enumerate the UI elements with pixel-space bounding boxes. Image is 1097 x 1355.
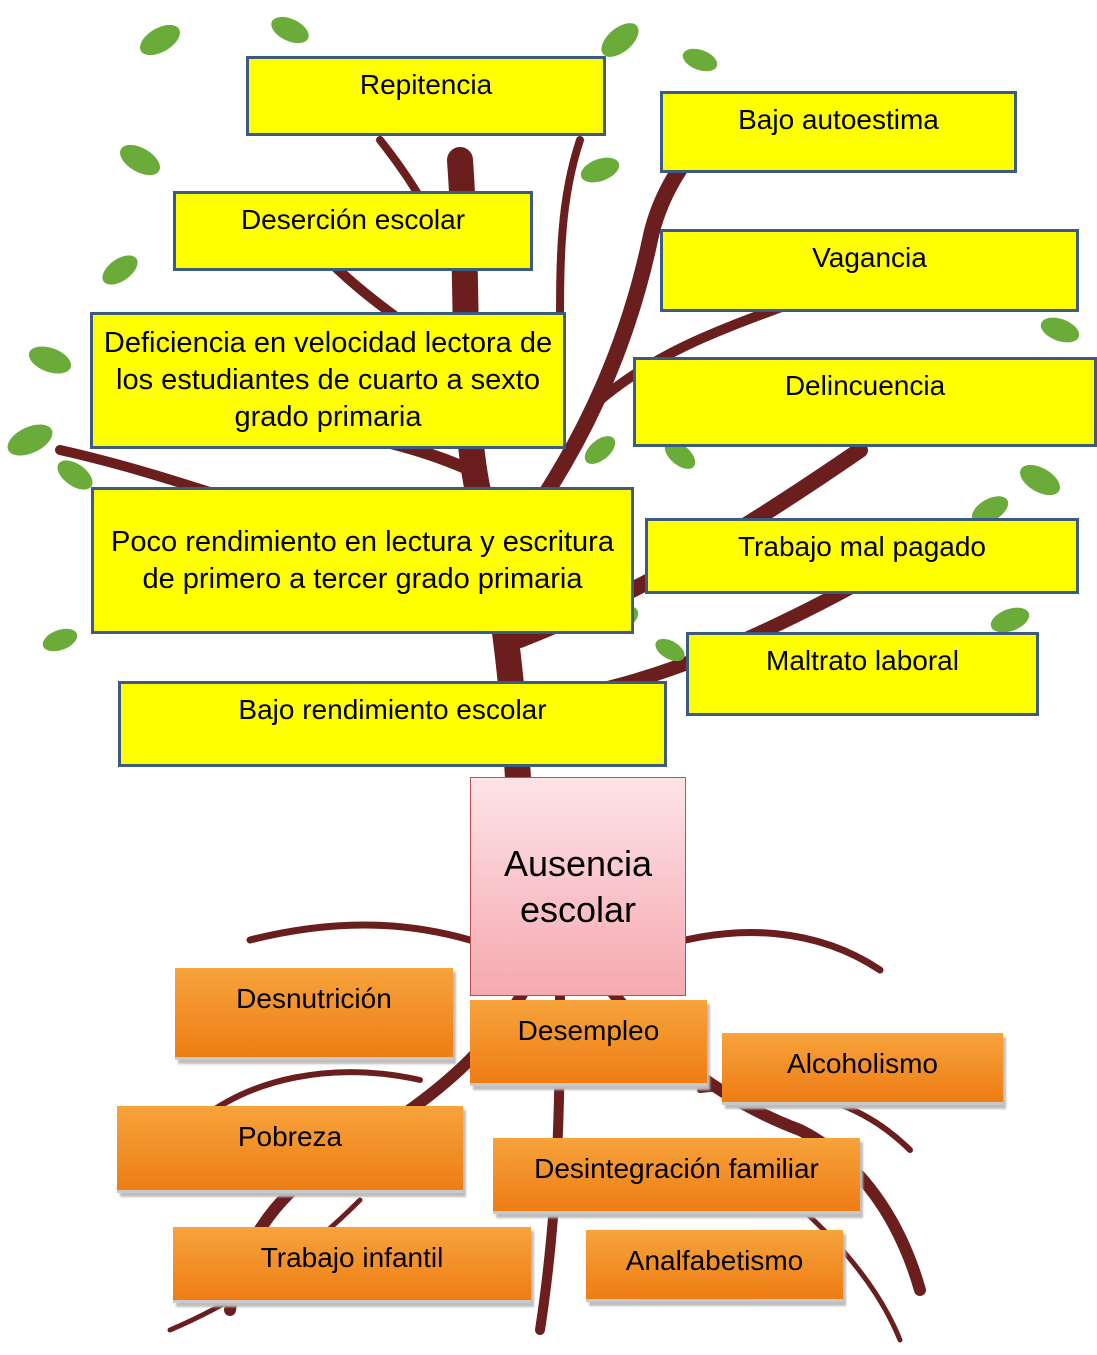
cause-desintegracion-familiar: Desintegración familiar: [493, 1138, 860, 1214]
cause-desnutricion: Desnutrición: [175, 968, 453, 1060]
central-problem-label: Ausencia escolar: [503, 842, 653, 930]
effect-label: Deficiencia en velocidad lectora de los …: [103, 327, 553, 433]
cause-label: Pobreza: [237, 1121, 343, 1152]
cause-label: Desempleo: [517, 1015, 660, 1046]
cause-label: Alcoholismo: [787, 1048, 938, 1079]
cause-analfabetismo: Analfabetismo: [586, 1230, 843, 1302]
effect-label: Bajo autoestima: [738, 104, 939, 135]
cause-label: Desnutrición: [236, 983, 392, 1014]
effect-label: Delincuencia: [784, 370, 946, 401]
effect-label: Vagancia: [812, 242, 927, 273]
cause-label: Analfabetismo: [625, 1245, 804, 1276]
central-problem: Ausencia escolar: [470, 777, 686, 996]
effect-bajo-rendimiento-escolar: Bajo rendimiento escolar: [118, 681, 667, 767]
effect-deficiencia-velocidad-lectora: Deficiencia en velocidad lectora de los …: [90, 312, 566, 449]
cause-alcoholismo: Alcoholismo: [722, 1033, 1003, 1105]
effect-desercion-escolar: Deserción escolar: [173, 191, 533, 271]
cause-label: Desintegración familiar: [534, 1153, 819, 1184]
effect-bajo-autoestima: Bajo autoestima: [660, 91, 1017, 173]
cause-label: Trabajo infantil: [260, 1242, 444, 1273]
effect-label: Poco rendimiento en lectura y escritura …: [111, 525, 614, 595]
effect-maltrato-laboral: Maltrato laboral: [686, 632, 1039, 716]
cause-pobreza: Pobreza: [117, 1106, 463, 1193]
cause-desempleo: Desempleo: [470, 1000, 707, 1086]
cause-trabajo-infantil: Trabajo infantil: [173, 1227, 531, 1303]
effect-label: Bajo rendimiento escolar: [238, 694, 547, 725]
effect-delincuencia: Delincuencia: [633, 357, 1097, 447]
effect-label: Trabajo mal pagado: [737, 531, 986, 562]
effect-poco-rendimiento-lectura-escritura: Poco rendimiento en lectura y escritura …: [91, 487, 634, 634]
effect-label: Maltrato laboral: [766, 645, 959, 676]
effect-label: Deserción escolar: [240, 204, 466, 235]
effect-label: Repitencia: [359, 69, 493, 100]
effect-repitencia: Repitencia: [246, 56, 606, 136]
effect-trabajo-mal-pagado: Trabajo mal pagado: [645, 518, 1079, 594]
effect-vagancia: Vagancia: [660, 229, 1079, 312]
